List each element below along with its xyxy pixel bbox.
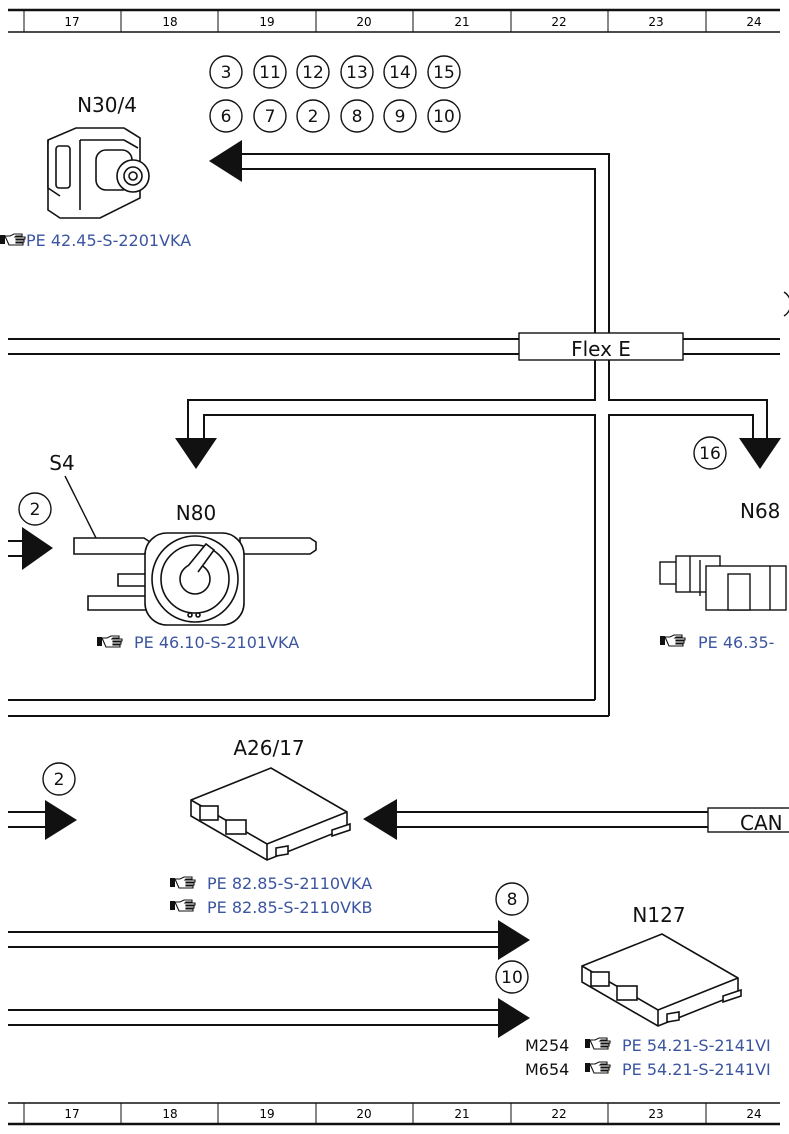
arrow-right-a26	[45, 800, 77, 840]
ruler-col-23-bottom: 23	[648, 1107, 663, 1121]
badge-8: 8	[352, 107, 363, 127]
arrow-down-n68	[739, 438, 781, 469]
circuit-badges-top: 3 11 12 13 14 15 6 7 2 8 9 10	[209, 55, 461, 133]
pointing-hand-icon	[96, 635, 123, 648]
pointing-hand-icon	[584, 1061, 611, 1074]
ruler-col-20: 20	[356, 15, 371, 29]
flex-e-label: Flex E	[571, 337, 631, 361]
ruler-col-19-bottom: 19	[259, 1107, 274, 1121]
ref-link-n80[interactable]: PE 46.10-S-2101VKA	[134, 633, 299, 652]
control-unit-icon	[581, 933, 742, 1027]
arrow-left-n30-4	[209, 140, 242, 182]
arrow-left-a26	[363, 799, 397, 840]
flex-e-branches	[8, 360, 781, 717]
badge-15: 15	[433, 63, 455, 83]
wire-to-n30-4	[209, 140, 610, 340]
arrow-right-n127-8	[498, 920, 530, 960]
badge-2-a26: 2	[54, 770, 65, 790]
pointing-hand-icon	[169, 899, 196, 912]
component-label-n68: N68	[740, 499, 780, 523]
badge-8-n127: 8	[507, 890, 518, 910]
ruler-col-18: 18	[162, 15, 177, 29]
badge-3: 3	[221, 63, 232, 83]
ruler-col-22-bottom: 22	[551, 1107, 566, 1121]
component-n30-4: N30/4 PE 42.45-S-2201VKA	[0, 93, 191, 250]
component-a26-17: 2 A26/17 CAN PE 82.85-S-2110VKA PE 82.85…	[8, 736, 789, 917]
component-label-n127: N127	[632, 903, 685, 927]
badge-10: 10	[433, 107, 455, 127]
ruler-col-21: 21	[454, 15, 469, 29]
badge-2-s4: 2	[30, 500, 41, 520]
ruler-col-22: 22	[551, 15, 566, 29]
component-label-a26-17: A26/17	[233, 736, 304, 760]
arrow-right-n127-10	[498, 998, 530, 1038]
ref-link-n30-4[interactable]: PE 42.45-S-2201VKA	[26, 231, 191, 250]
ruler-col-18-bottom: 18	[162, 1107, 177, 1121]
component-label-n30-4: N30/4	[77, 93, 137, 117]
arrow-right-s4	[22, 527, 53, 570]
ruler-col-21-bottom: 21	[454, 1107, 469, 1121]
partial-badge-right	[783, 291, 789, 317]
model-label-m654: M654	[525, 1060, 569, 1079]
pointing-hand-icon	[584, 1037, 611, 1050]
component-n68: 16 N68 PE 46.35-	[659, 436, 787, 652]
pointing-hand-icon	[169, 876, 196, 889]
ruler-col-24-bottom: 24	[746, 1107, 761, 1121]
badge-16: 16	[699, 444, 721, 464]
ref-link-n68[interactable]: PE 46.35-	[698, 633, 774, 652]
ruler-col-23: 23	[648, 15, 663, 29]
arrow-down-n80	[175, 438, 217, 469]
badge-13: 13	[346, 63, 368, 83]
badge-6: 6	[221, 107, 232, 127]
badge-10-n127: 10	[501, 968, 523, 988]
badge-2: 2	[308, 107, 319, 127]
ref-link-a26-17-b[interactable]: PE 82.85-S-2110VKB	[207, 898, 372, 917]
steering-lock-icon	[659, 555, 787, 611]
ref-link-a26-17-a[interactable]: PE 82.85-S-2110VKA	[207, 874, 372, 893]
component-label-s4: S4	[49, 451, 74, 475]
model-label-m254: M254	[525, 1036, 569, 1055]
ref-link-n127-m654[interactable]: PE 54.21-S-2141VI	[622, 1060, 771, 1079]
badge-11: 11	[259, 63, 281, 83]
ruler-col-24: 24	[746, 15, 761, 29]
badge-7: 7	[265, 107, 276, 127]
top-ruler: 17 18 19 20 21 22 23 24	[8, 8, 780, 33]
ruler-col-17: 17	[64, 15, 79, 29]
can-label: CAN	[740, 811, 783, 835]
ruler-col-19: 19	[259, 15, 274, 29]
component-label-n80: N80	[176, 501, 216, 525]
ruler-col-17-bottom: 17	[64, 1107, 79, 1121]
badge-9: 9	[395, 107, 406, 127]
flex-e-bus: Flex E	[8, 291, 789, 361]
component-n80: 2 S4 N80 PE 46.10-S-2101VKA	[8, 451, 317, 652]
badge-12: 12	[302, 63, 324, 83]
abs-unit-icon	[47, 127, 150, 219]
steering-column-module-icon	[73, 532, 317, 626]
bottom-ruler: 17 18 19 20 21 22 23 24	[8, 1102, 780, 1126]
component-n127: 8 10 N127 M254 PE 54.21-S-2141VI M654 PE…	[8, 882, 771, 1079]
pointing-hand-icon	[0, 233, 26, 246]
ref-link-n127-m254[interactable]: PE 54.21-S-2141VI	[622, 1036, 771, 1055]
ruler-col-20-bottom: 20	[356, 1107, 371, 1121]
pointing-hand-icon	[659, 634, 686, 647]
badge-14: 14	[389, 63, 411, 83]
control-unit-icon	[190, 767, 351, 861]
